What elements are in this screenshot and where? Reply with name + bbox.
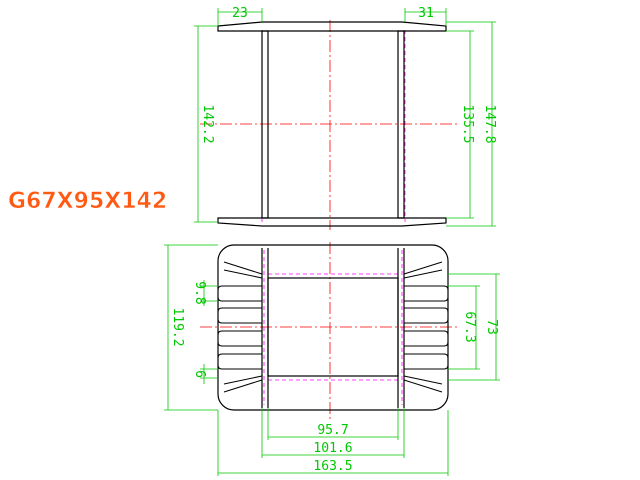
top-view: 23 31 142.2 135.5 147.8 [194,6,497,230]
top-wall-right [397,30,405,219]
part-number-title: G67X95X142 [8,189,167,214]
bottom-view: 9.8 119.2 6 67.3 73 95.7 101.6 [164,242,500,476]
rib-top-left [223,261,263,279]
dim-total-width: 163.5 [313,459,352,474]
dim-right-height: 73 [484,319,499,335]
dim-pin-pitch: 6 [192,370,207,378]
rib-bottom-right [403,375,443,393]
top-wall-left [261,30,269,219]
rib-bottom-left [223,375,263,393]
bottom-outer-body [217,244,449,411]
top-flange-upper [217,21,447,32]
right-pin-slots [404,285,449,370]
dim-slot-gap: 9.8 [192,281,207,304]
left-pin-slots [217,285,262,370]
dim-height-outer: 147.8 [482,104,497,143]
dim-total-height: 119.2 [170,307,185,346]
dim-left-flange: 23 [232,6,248,21]
dim-height-inner: 135.5 [460,104,475,143]
dim-inner-height: 67.3 [462,311,477,342]
top-flange-lower [217,217,447,227]
rib-top-right [403,261,443,279]
dim-mid-width: 101.6 [313,441,352,456]
dim-right-flange: 31 [418,6,434,21]
dim-height-left: 142.2 [200,104,215,143]
dim-inner-width: 95.7 [317,423,348,438]
